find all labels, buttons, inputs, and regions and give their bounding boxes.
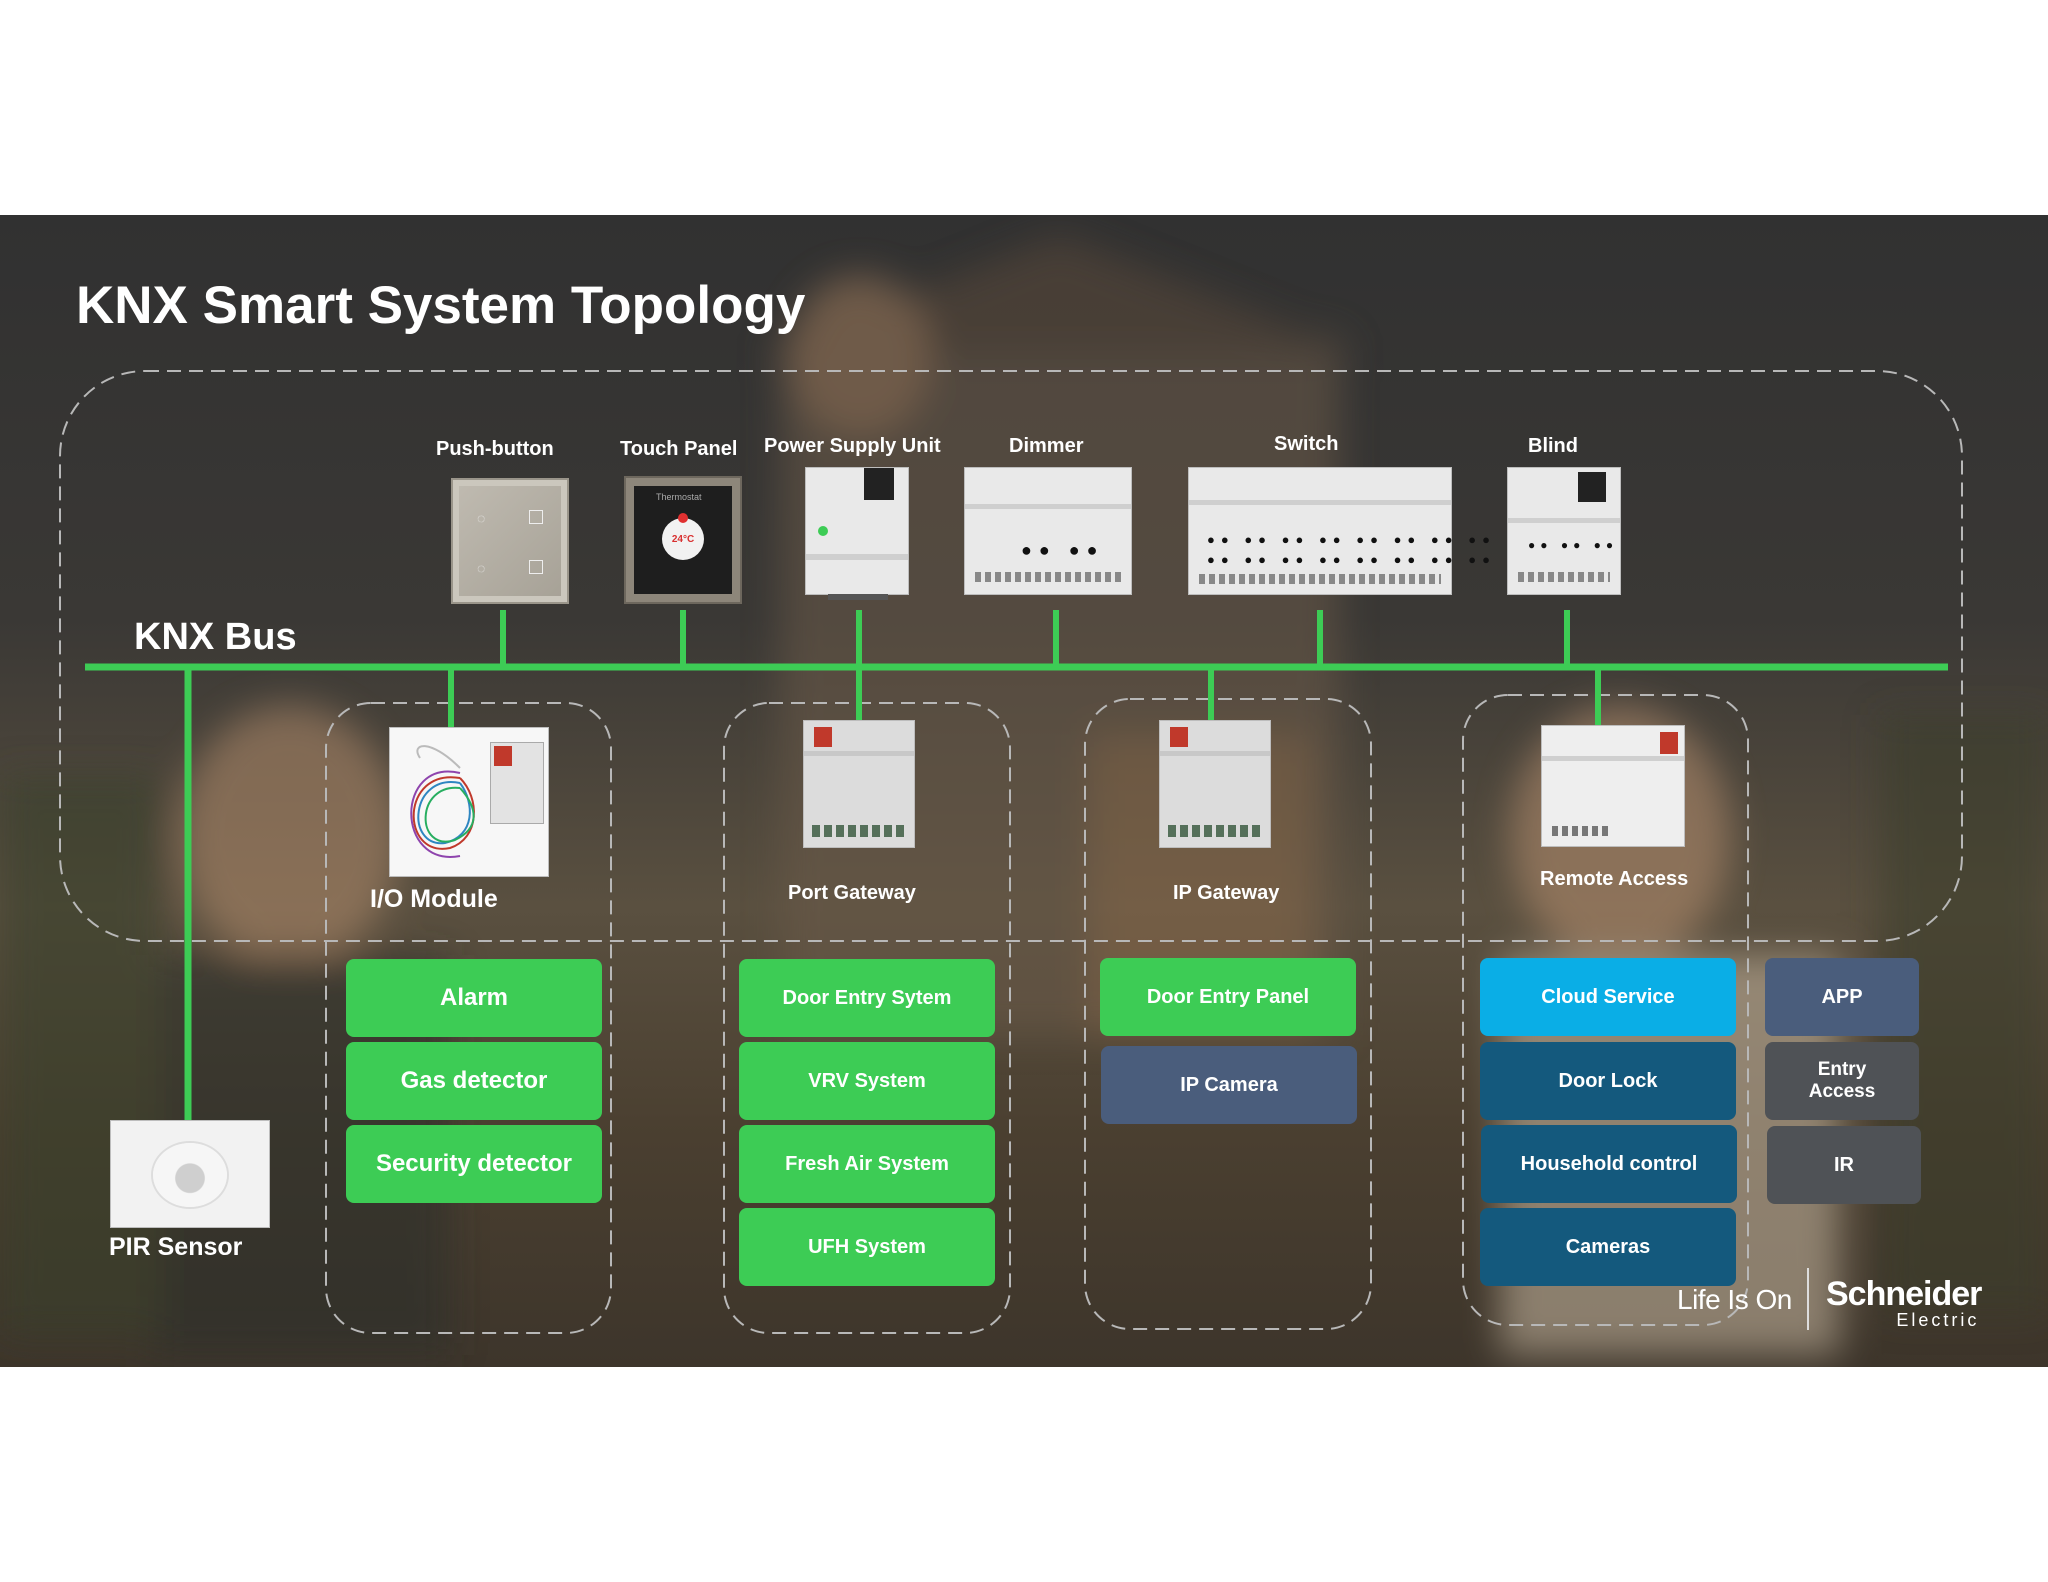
switch-device: ●● ●● ●● ●● ●● ●● ●● ●● ●● ●● ●● ●● ●● ●…	[1188, 467, 1490, 595]
switch-label: Switch	[1274, 433, 1339, 455]
pir-dome	[153, 1143, 227, 1207]
blind-device: ●● ●● ●●	[1507, 467, 1621, 595]
cloud-service-box: Cloud Service	[1480, 958, 1736, 1036]
touchpanel-device: Thermostat 24°C	[624, 476, 742, 604]
alarm-box: Alarm	[346, 959, 602, 1037]
thermostat-reading: 24°C	[671, 533, 695, 545]
brand-subname: Electric	[1896, 1310, 1980, 1330]
blind-icon	[529, 510, 543, 524]
pir-sensor-device	[110, 1120, 270, 1228]
ip-gateway-ridge	[1160, 751, 1270, 756]
security-detector-box: Security detector	[346, 1125, 602, 1203]
io-module-top-block	[494, 746, 512, 766]
logo-divider	[1807, 1268, 1809, 1330]
vrv-system-box: VRV System	[739, 1042, 995, 1120]
dimmer-device: ●● ●●	[964, 467, 1132, 595]
slide: KNX Smart System Topology KNX Bus Push-b…	[0, 215, 2048, 1367]
door-entry-system-box: Door Entry Sytem	[739, 959, 995, 1037]
pushbutton-label: Push-button	[436, 438, 554, 460]
outer-dashed-frame	[59, 370, 1963, 942]
remote-access-ridge	[1542, 756, 1684, 761]
pushbutton-device: ◌ ◌	[451, 478, 569, 604]
psu-label: Power Supply Unit	[764, 435, 941, 457]
remote-access-device	[1541, 725, 1685, 847]
psu-top-block	[864, 468, 894, 500]
io-module-label: I/O Module	[370, 885, 498, 913]
gas-detector-box: Gas detector	[346, 1042, 602, 1120]
topology-lines	[59, 370, 1963, 1334]
ip-camera-box: IP Camera	[1101, 1046, 1357, 1124]
ip-gateway-label: IP Gateway	[1173, 882, 1280, 904]
switch-buttons-row1: ●● ●● ●● ●● ●● ●● ●● ●●	[1207, 532, 1496, 547]
remote-access-label: Remote Access	[1540, 868, 1689, 890]
switch-buttons-row2: ●● ●● ●● ●● ●● ●● ●● ●●	[1207, 552, 1496, 567]
entry-access-box: Entry Access	[1765, 1042, 1919, 1120]
household-control-box: Household control	[1481, 1125, 1737, 1203]
port-gateway-device	[803, 720, 915, 848]
thermostat-dial: 24°C	[662, 518, 704, 560]
touchpanel-screen-title: Thermostat	[656, 492, 702, 502]
port-gateway-terminals	[812, 825, 906, 837]
io-module-device	[389, 727, 549, 877]
ip-gateway-device	[1159, 720, 1271, 848]
io-group-frame	[325, 702, 612, 1334]
remote-access-block	[1660, 732, 1678, 754]
blind-label: Blind	[1528, 435, 1578, 457]
psu-foot	[828, 594, 888, 600]
psu-ridge	[806, 554, 908, 560]
ufh-system-box: UFH System	[739, 1208, 995, 1286]
port-gateway-block	[814, 727, 832, 747]
blind-ridge	[1508, 518, 1620, 523]
schneider-logo-icon	[818, 526, 828, 536]
port-gateway-ridge	[804, 751, 914, 756]
blind-top-block	[1578, 472, 1606, 502]
ir-box: IR	[1767, 1126, 1921, 1204]
bulb-icon: ◌	[477, 510, 486, 526]
port-group-frame	[723, 702, 1011, 1334]
dimmer-buttons: ●● ●●	[1021, 540, 1105, 560]
brand-name: Schneider	[1826, 1275, 1982, 1313]
dimmer-terminals	[975, 572, 1121, 582]
page-title: KNX Smart System Topology	[76, 276, 806, 335]
dimmer-label: Dimmer	[1009, 435, 1084, 457]
dial-indicator	[678, 513, 688, 523]
remote-group-frame	[1462, 694, 1749, 1326]
blind-icon	[529, 560, 543, 574]
blind-terminals	[1518, 572, 1610, 582]
schneider-logo: Schneider Electric	[1826, 1275, 1982, 1330]
pir-sensor-label: PIR Sensor	[109, 1233, 243, 1261]
cameras-box: Cameras	[1480, 1208, 1736, 1286]
bulb-icon: ◌	[477, 560, 486, 576]
dimmer-ridge	[965, 504, 1131, 509]
door-lock-box: Door Lock	[1480, 1042, 1736, 1120]
ip-gateway-terminals	[1168, 825, 1262, 837]
bus-label: KNX Bus	[134, 616, 297, 658]
psu-device	[805, 467, 909, 600]
ip-gateway-block	[1170, 727, 1188, 747]
fresh-air-system-box: Fresh Air System	[739, 1125, 995, 1203]
app-box: APP	[1765, 958, 1919, 1036]
life-is-on-tagline: Life Is On	[1677, 1284, 1792, 1315]
pushbutton-plate	[459, 486, 561, 596]
port-gateway-label: Port Gateway	[788, 882, 916, 904]
blind-buttons: ●● ●● ●●	[1528, 538, 1619, 552]
switch-terminals	[1199, 574, 1441, 584]
remote-access-terminals	[1552, 826, 1612, 836]
io-wires	[410, 745, 475, 858]
switch-ridge	[1189, 500, 1451, 505]
ip-group-frame	[1084, 698, 1372, 1330]
door-entry-panel-box: Door Entry Panel	[1100, 958, 1356, 1036]
touchpanel-label: Touch Panel	[620, 438, 738, 460]
